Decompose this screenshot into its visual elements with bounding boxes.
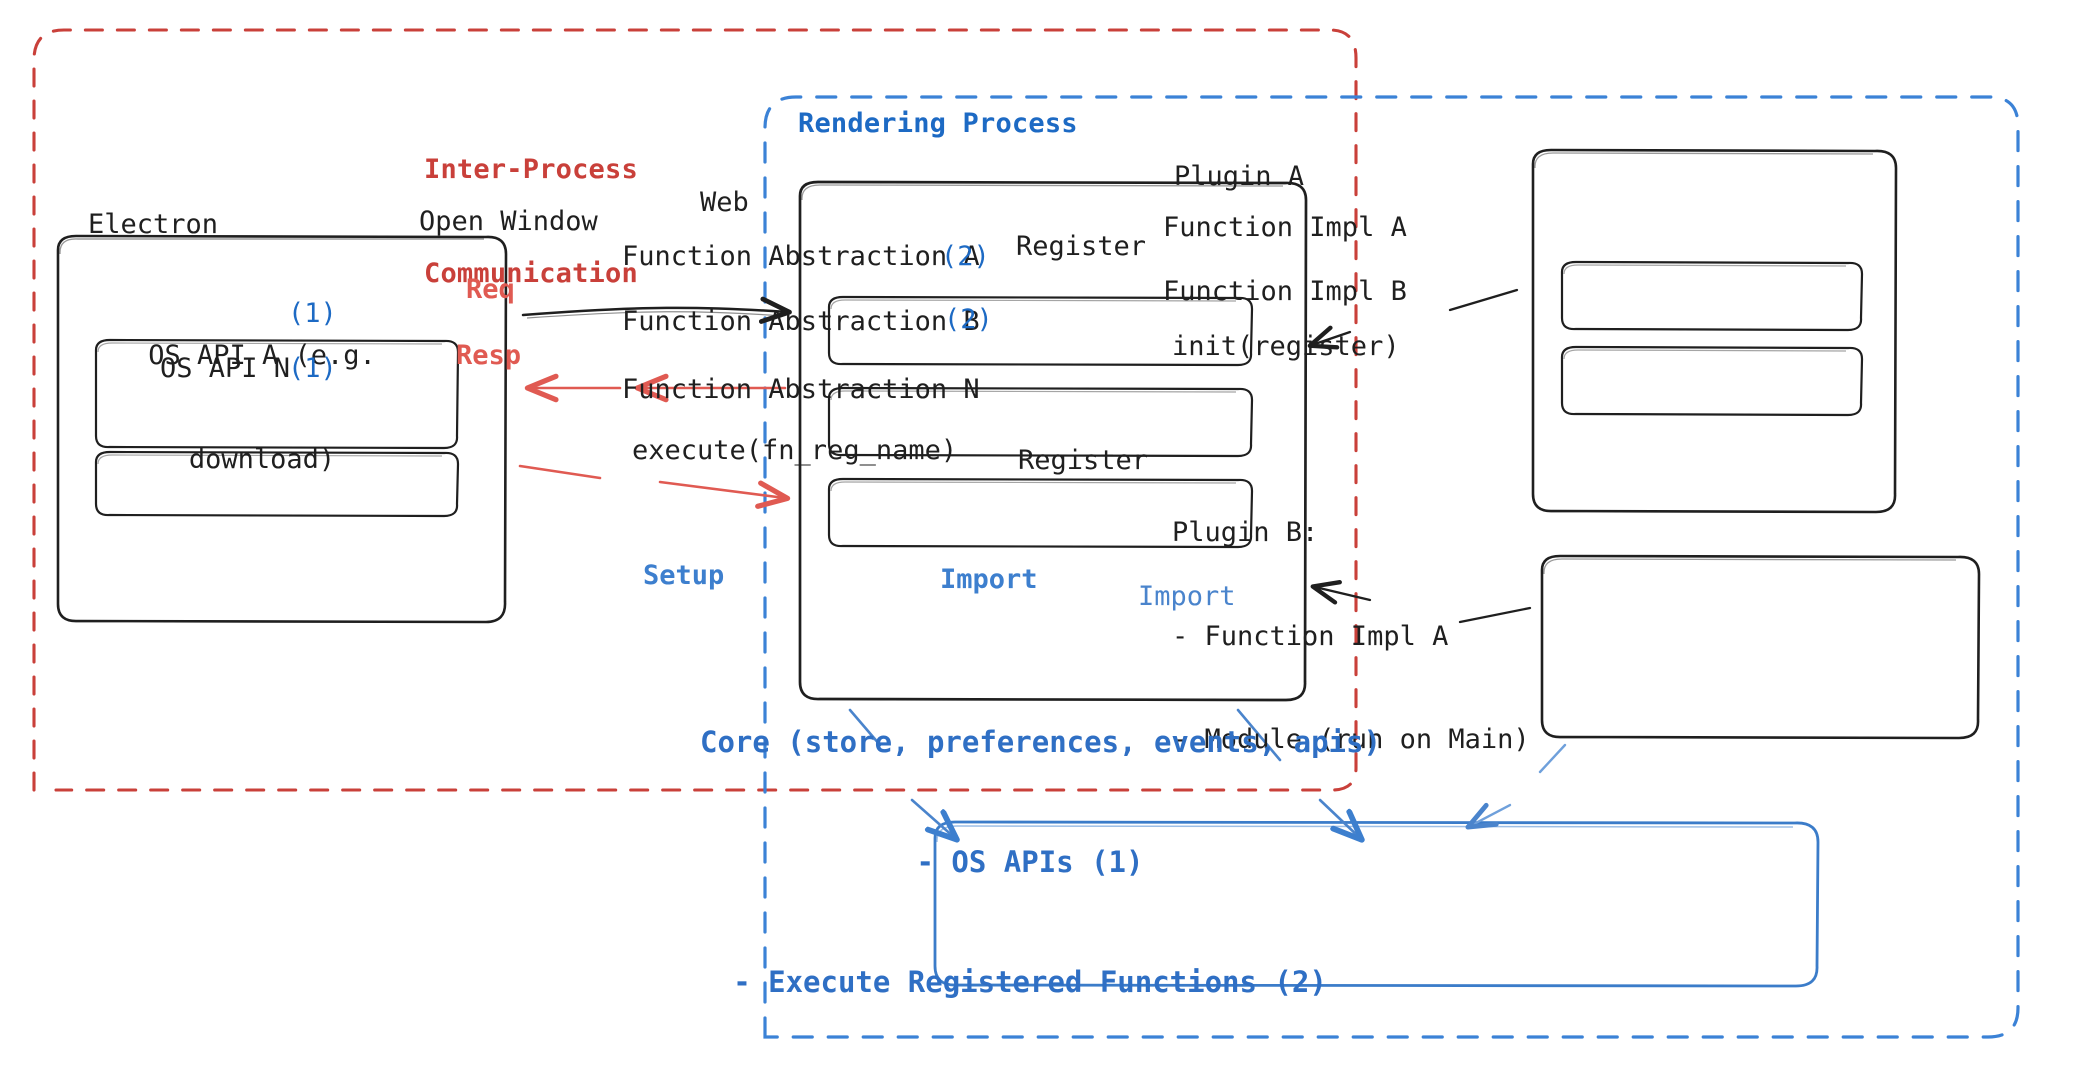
node-fn-impl-b-box xyxy=(1560,345,1864,417)
node-web-footer: execute(fn_reg_name) xyxy=(632,435,958,466)
node-plugin-b-box xyxy=(1540,554,1981,740)
node-os-api-a-label-line1: OS API A (e.g. xyxy=(148,340,376,372)
edge-import-plugin-b-label: Import xyxy=(1138,581,1236,612)
node-electron-title: Electron xyxy=(88,209,219,240)
node-core-content: Core (store, preferences, events, apis) … xyxy=(700,642,1381,1066)
node-fn-abstraction-b-box xyxy=(827,386,1254,458)
node-plugin-b-title: Plugin B: xyxy=(1172,517,1319,549)
node-os-api-a-label-line2: download) xyxy=(188,443,336,475)
region-rendering-boundary xyxy=(763,95,2020,1039)
node-plugin-b-content: Plugin B: - Function Impl A - Module (ru… xyxy=(1172,447,1530,827)
edge-resp xyxy=(518,464,791,509)
edge-req-label: Req xyxy=(466,274,515,305)
node-plugin-a-footer: init(register) xyxy=(1172,331,1400,362)
node-plugin-a-title: Plugin A xyxy=(1174,161,1305,192)
node-fn-abstraction-n-label: Function Abstraction N xyxy=(622,374,980,405)
node-fn-abstraction-n-box xyxy=(827,477,1254,549)
node-os-api-a-box xyxy=(94,338,460,450)
edge-import-plugin-b xyxy=(1465,743,1567,830)
region-ipc-title-line2: Communication xyxy=(424,257,638,289)
node-fn-abstraction-b-label: Function Abstraction B xyxy=(622,306,980,337)
edge-register-plugin-a-label: Register xyxy=(1016,231,1147,262)
node-plugin-b-line-2: - Module (run on Main) xyxy=(1172,724,1530,756)
node-core-line-2: - Execute Registered Functions (2) xyxy=(733,965,1327,1000)
node-os-api-n-box xyxy=(94,450,460,518)
edge-setup xyxy=(848,708,955,838)
region-ipc-title: Inter-Process Communication xyxy=(424,84,638,360)
node-core-line-0: Core (store, preferences, events, apis) xyxy=(700,725,1381,760)
edge-import-web xyxy=(1236,708,1360,838)
edge-register-plugin-b xyxy=(1310,580,1532,624)
node-electron-box xyxy=(56,234,508,624)
node-web-title: Web xyxy=(700,187,749,218)
edge-resp-label: Resp xyxy=(456,340,522,371)
node-plugin-b-line-1: - Function Impl A xyxy=(1172,620,1449,652)
node-fn-impl-b-label: Function Impl B xyxy=(1163,276,1407,307)
region-ipc-title-line1: Inter-Process xyxy=(424,154,638,186)
edge-register-plugin-a xyxy=(1307,288,1519,350)
edge-open-window-label: Open Window xyxy=(419,206,598,237)
node-fn-abstraction-a-box xyxy=(827,295,1254,367)
edge-register-plugin-b-label: Register xyxy=(1018,445,1149,476)
node-web-box xyxy=(798,180,1308,702)
edge-open-window xyxy=(521,296,792,324)
node-os-api-n-tag: (1) xyxy=(288,353,337,384)
node-os-api-a-tag: (1) xyxy=(288,298,337,329)
node-os-api-n-label: OS API N xyxy=(159,353,291,384)
edge-import-web-label: Import xyxy=(940,564,1038,595)
node-fn-abstraction-a-label: Function Abstraction A xyxy=(622,241,980,272)
node-fn-abstraction-b-tag: (2) xyxy=(944,304,993,335)
edge-setup-label: Setup xyxy=(643,560,725,591)
node-core-line-1: - OS APIs (1) xyxy=(916,845,1144,880)
node-plugin-a-box xyxy=(1531,148,1898,514)
node-fn-abstraction-a-tag: (2) xyxy=(941,241,990,272)
node-fn-impl-a-label: Function Impl A xyxy=(1163,212,1407,243)
node-os-api-a-label: OS API A (e.g. download) xyxy=(112,270,412,546)
node-fn-impl-a-box xyxy=(1560,260,1864,332)
region-ipc-boundary xyxy=(32,28,1358,792)
region-rendering-title: Rendering Process xyxy=(798,108,1078,139)
